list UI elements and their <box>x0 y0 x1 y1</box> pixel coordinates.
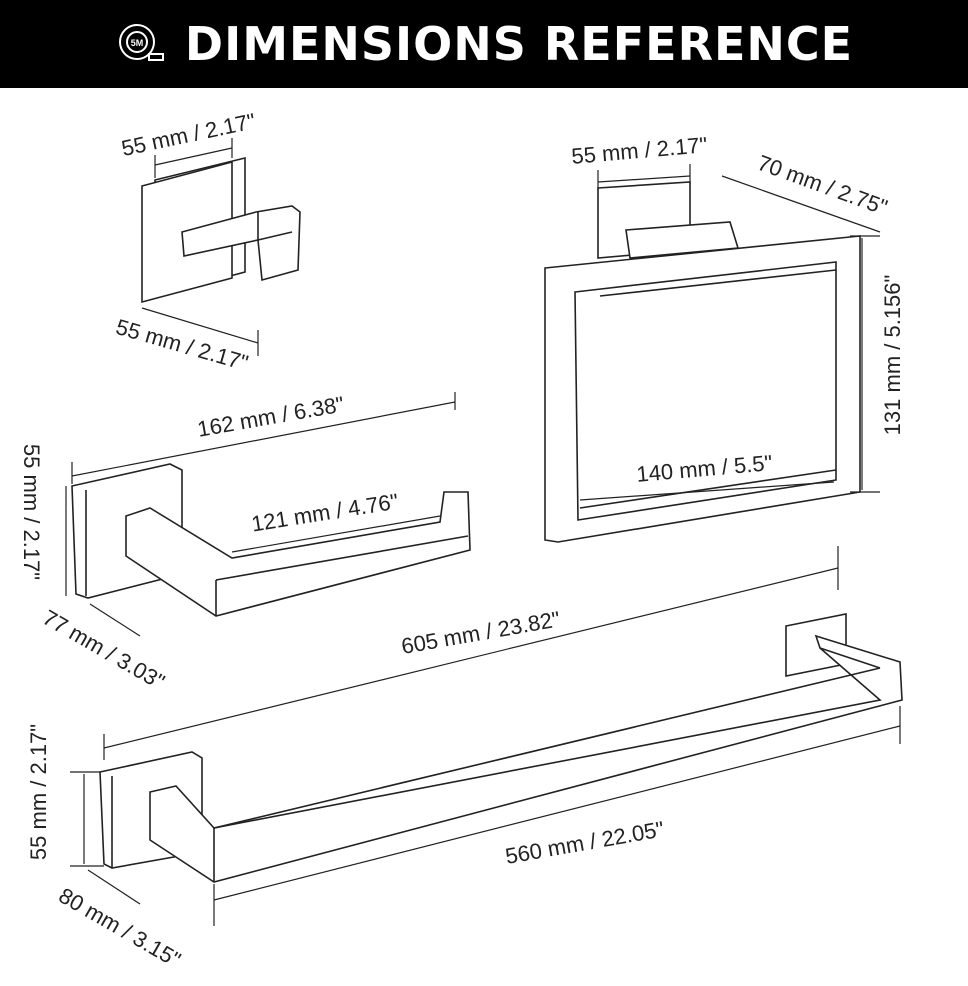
robe-hook-drawing <box>141 156 301 304</box>
paper-holder-plate-label: 55 mm / 2.17" <box>19 444 44 580</box>
towel-bar-bar-label: 560 mm / 22.05" <box>503 816 666 869</box>
towel-bar-total-label: 605 mm / 23.82" <box>399 606 562 659</box>
paper-holder-drawing <box>71 463 471 617</box>
towel-ring-drawing <box>544 181 861 543</box>
paper-holder-depth-label: 77 mm / 3.03" <box>39 605 169 695</box>
robe-hook-depth-label: 55 mm / 2.17" <box>113 314 251 376</box>
towel-ring-height-label: 131 mm / 5.156" <box>880 275 905 436</box>
towel-bar-drawing <box>99 613 903 883</box>
tape-measure-icon: 5M <box>118 24 164 61</box>
robe-hook-width-label: 55 mm / 2.17" <box>119 108 257 161</box>
header-banner: 5M DIMENSIONS REFERENCE <box>0 0 968 88</box>
towel-bar-plate-label: 55 mm / 2.17" <box>26 724 51 860</box>
paper-holder-bar-label: 121 mm / 4.76" <box>250 489 401 537</box>
towel-ring-plate-label: 55 mm / 2.17" <box>570 132 708 169</box>
towel-ring-depth-label: 70 mm / 2.75" <box>754 150 891 220</box>
towel-bar-depth-label: 80 mm / 3.15" <box>55 883 185 973</box>
page-title: DIMENSIONS REFERENCE <box>184 17 854 71</box>
paper-holder-length-label: 162 mm / 6.38" <box>195 391 346 441</box>
tape-measure-icon-text: 5M <box>131 38 144 48</box>
